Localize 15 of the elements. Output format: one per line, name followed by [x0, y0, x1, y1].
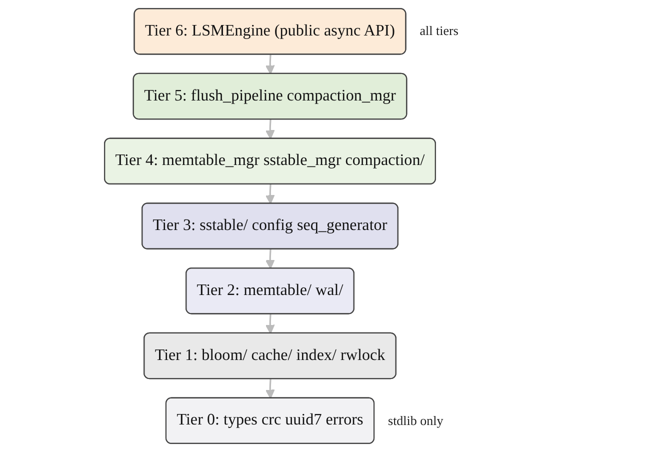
arrow [265, 54, 275, 74]
arrow [265, 120, 275, 140]
arrow [265, 249, 275, 270]
tier-box: Tier 4: memtable_mgr sstable_mgr compaction/ [104, 138, 436, 184]
tier-box: Tier 6: LSMEngine (public async API) [134, 8, 406, 55]
tier-box: Tier 2: memtable/ wal/ [186, 268, 354, 314]
tier-box: Tier 1: bloom/ cache/ index/ rwlock [144, 332, 396, 380]
arrow [265, 184, 275, 204]
tier-box: Tier 5: flush_pipeline compaction_mgr [132, 72, 408, 120]
tier-box: Tier 0: types crc uuid7 errors [165, 397, 375, 444]
arrow [265, 314, 275, 334]
tier-box: Tier 3: sstable/ config seq_generator [142, 202, 398, 250]
arrow [265, 379, 275, 399]
side-note: all tiers [420, 23, 458, 40]
side-note: stdlib only [388, 412, 444, 429]
